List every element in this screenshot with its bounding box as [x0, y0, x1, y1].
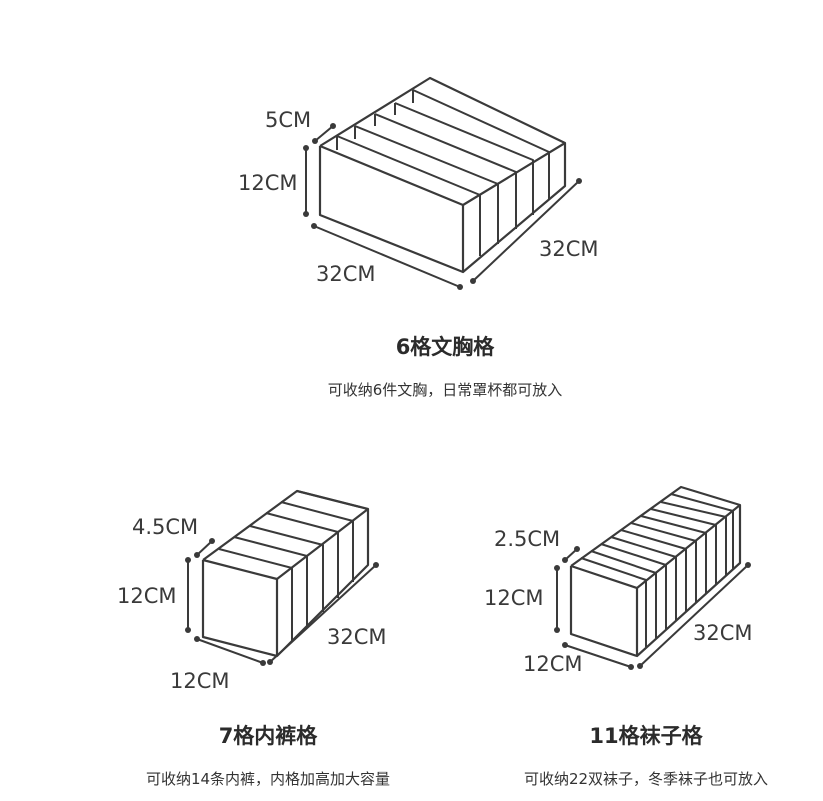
- bra-length-label: 32CM: [539, 237, 599, 261]
- socks-width-label: 12CM: [523, 652, 583, 676]
- bra-depth-label: 5CM: [265, 108, 311, 132]
- organizer-bra-6-drawing: 5CM 12CM 32CM 32CM: [238, 76, 599, 290]
- underwear-depth-label: 4.5CM: [132, 515, 198, 539]
- product-description: 可收纳22双袜子，冬季袜子也可放入: [523, 770, 769, 788]
- socks-length-label: 32CM: [693, 621, 753, 645]
- product-description: 可收纳14条内裤，内格加高加大容量: [145, 770, 391, 788]
- socks-depth-label: 2.5CM: [494, 527, 560, 551]
- caption-socks-11: 11格袜子格 可收纳22双袜子，冬季袜子也可放入: [436, 720, 823, 789]
- caption-underwear-7: 7格内裤格 可收纳14条内裤，内格加高加大容量: [58, 720, 478, 789]
- bra-height-label: 12CM: [238, 171, 298, 195]
- underwear-height-label: 12CM: [117, 584, 177, 608]
- socks-height-label: 12CM: [484, 586, 544, 610]
- underwear-length-label: 32CM: [327, 625, 387, 649]
- product-title: 11格袜子格: [589, 724, 703, 748]
- caption-bra-6: 6格文胸格 可收纳6件文胸，日常罩杯都可放入: [235, 331, 655, 400]
- product-description: 可收纳6件文胸，日常罩杯都可放入: [327, 381, 563, 399]
- product-title: 6格文胸格: [395, 335, 495, 359]
- underwear-width-label: 12CM: [170, 669, 230, 693]
- organizer-underwear-7-drawing: 4.5CM 12CM 12CM 32CM: [117, 489, 387, 693]
- organizer-bra-6-dividers: [336, 89, 550, 256]
- product-title: 7格内裤格: [218, 724, 318, 748]
- organizer-socks-11-dividers: [580, 493, 734, 647]
- organizer-socks-11-drawing: 2.5CM 12CM 12CM 32CM: [484, 485, 753, 676]
- bra-width-label: 32CM: [316, 262, 376, 286]
- organizer-underwear-7-dividers: [218, 490, 361, 641]
